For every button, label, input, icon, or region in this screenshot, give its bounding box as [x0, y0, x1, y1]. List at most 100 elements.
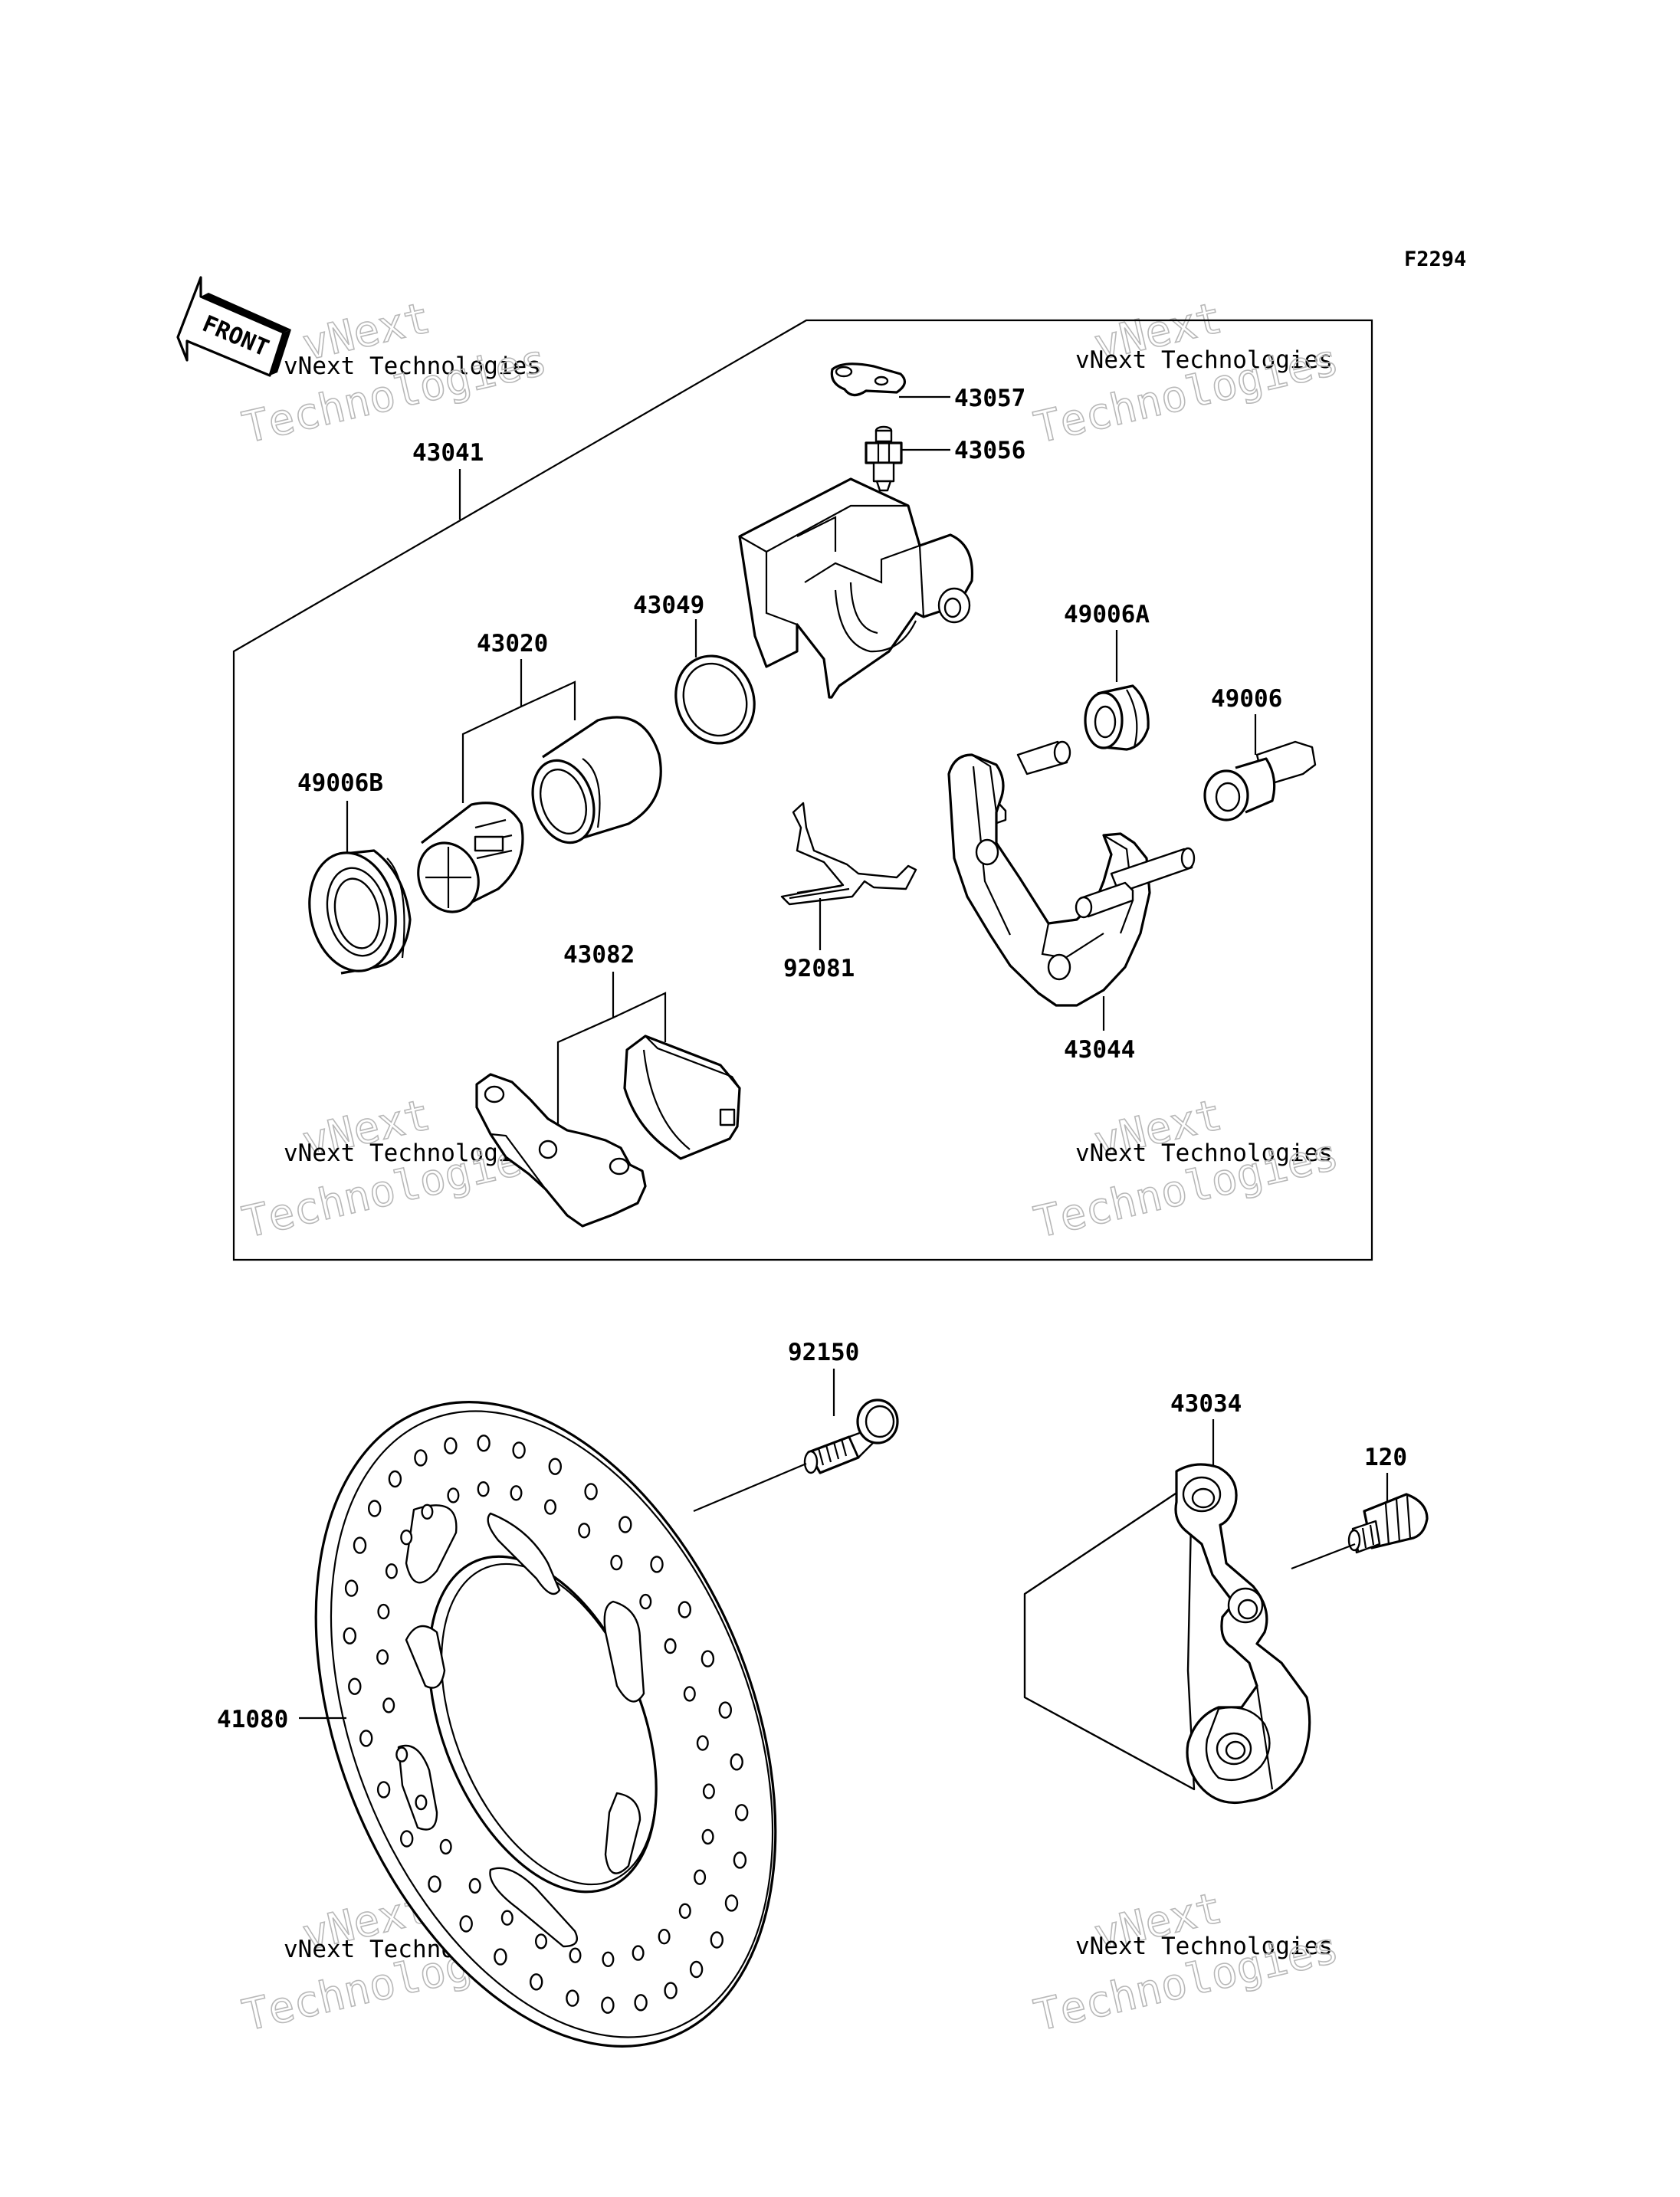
bleeder-cap	[830, 362, 906, 397]
brake-disc	[314, 1401, 777, 2048]
disc-mounting-bolt	[803, 1399, 899, 1474]
disc-hole	[368, 1500, 382, 1517]
part-label-43049: 43049	[633, 592, 704, 619]
part-label-120: 120	[1364, 1444, 1407, 1471]
disc-hole	[359, 1730, 373, 1747]
disc-hole	[632, 1945, 645, 1961]
part-label-43082: 43082	[563, 941, 635, 969]
caliper-mounting-bracket	[1023, 1463, 1311, 1805]
disc-hole	[395, 1746, 409, 1763]
disc-hole	[619, 1516, 632, 1533]
disc-hole	[601, 1996, 615, 2014]
pin-boot-a	[1084, 684, 1150, 751]
part-label-41080: 41080	[217, 1706, 288, 1733]
part-label-43057: 43057	[954, 385, 1025, 412]
dust-seal	[308, 849, 412, 975]
disc-hole	[689, 1960, 704, 1979]
disc-hole	[414, 1449, 428, 1467]
disc-hole	[439, 1838, 452, 1855]
disc-hole	[678, 1903, 691, 1920]
brake-pad	[623, 1035, 741, 1160]
disc-hole	[634, 1994, 648, 2012]
part-label-43041: 43041	[412, 439, 484, 467]
watermark-top-left: vNext vNext Technologies Technologies	[238, 293, 552, 454]
bracket-bolt	[1347, 1493, 1429, 1554]
disc-hole	[428, 1875, 441, 1893]
watermark-mid-right: vNext vNext Technologies Technologies	[1029, 1090, 1344, 1249]
disc-hole	[348, 1677, 362, 1695]
disc-hole	[459, 1915, 473, 1933]
disc-hole	[344, 1579, 359, 1597]
disc-hole	[701, 1828, 714, 1845]
disc-hole	[701, 1650, 715, 1667]
disc-hole	[735, 1804, 749, 1822]
leader-line	[461, 659, 523, 803]
part-label-43056: 43056	[954, 437, 1025, 464]
disc-hole	[353, 1536, 367, 1554]
disc-hole	[639, 1593, 652, 1610]
disc-hole	[696, 1735, 709, 1751]
leader-line	[693, 1462, 807, 1513]
disc-hole	[548, 1458, 562, 1475]
disc-hole	[683, 1686, 696, 1702]
disc-hole	[376, 1781, 391, 1799]
disc-hole	[400, 1830, 414, 1848]
disc-hole	[578, 1523, 591, 1539]
disc-hole	[400, 1529, 413, 1546]
disc-hole	[477, 1481, 490, 1497]
disc-hole	[602, 1951, 615, 1968]
disc-hole	[584, 1483, 598, 1500]
leader-line	[556, 972, 615, 1149]
disc-hole	[702, 1783, 715, 1799]
disc-hole	[664, 1982, 678, 1999]
pad-spring	[780, 802, 917, 906]
leader-line	[520, 680, 576, 720]
disc-hole	[650, 1556, 664, 1573]
caliper-body	[738, 477, 974, 699]
part-label-49006B: 49006B	[297, 769, 383, 797]
disc-hole	[377, 1603, 390, 1620]
piston-boot	[417, 802, 524, 913]
watermark-text: vNext Technologies	[284, 353, 541, 380]
watermark-text: vNext Technologies	[1075, 1933, 1333, 1960]
part-label-43034: 43034	[1170, 1390, 1242, 1418]
disc-hole	[658, 1928, 671, 1945]
disc-hole	[415, 1794, 428, 1811]
part-label-92081: 92081	[783, 955, 855, 982]
front-arrow-icon: FRONT	[176, 276, 291, 377]
caliper-assembly-frame	[232, 319, 1373, 1261]
watermark-bottom-right: vNext vNext Technologies Technologies	[1029, 1883, 1344, 2042]
disc-hole	[566, 1989, 579, 2007]
disc-hole	[730, 1753, 743, 1771]
disc-hole	[421, 1503, 434, 1520]
slide-pin	[1203, 740, 1317, 821]
caliper-piston	[531, 716, 662, 844]
disc-hole	[494, 1948, 507, 1966]
disc-hole	[385, 1563, 398, 1579]
bleeder-valve	[865, 425, 903, 492]
disc-hole	[382, 1697, 395, 1713]
watermark-text: vNext Technologies	[1075, 1139, 1333, 1167]
disc-hole	[544, 1499, 557, 1515]
disc-hole	[694, 1869, 707, 1885]
disc-hole	[718, 1701, 732, 1719]
part-label-49006A: 49006A	[1064, 601, 1150, 628]
disc-hole	[569, 1947, 582, 1963]
disc-hole	[500, 1910, 514, 1926]
leader-line	[1291, 1543, 1356, 1570]
figure-code: F2294	[1404, 248, 1466, 271]
disc-hole	[535, 1933, 548, 1949]
disc-hole	[477, 1435, 491, 1452]
disc-hole	[376, 1649, 389, 1665]
caliper-bracket	[947, 740, 1196, 1007]
disc-hole	[664, 1638, 677, 1654]
leader-line	[612, 992, 667, 1042]
part-label-43044: 43044	[1064, 1036, 1135, 1064]
disc-hole	[733, 1851, 747, 1869]
disc-hole	[530, 1973, 543, 1991]
disc-hole	[610, 1554, 623, 1571]
disc-hole	[678, 1601, 691, 1618]
disc-hole	[343, 1627, 356, 1644]
piston-seal	[674, 654, 756, 745]
